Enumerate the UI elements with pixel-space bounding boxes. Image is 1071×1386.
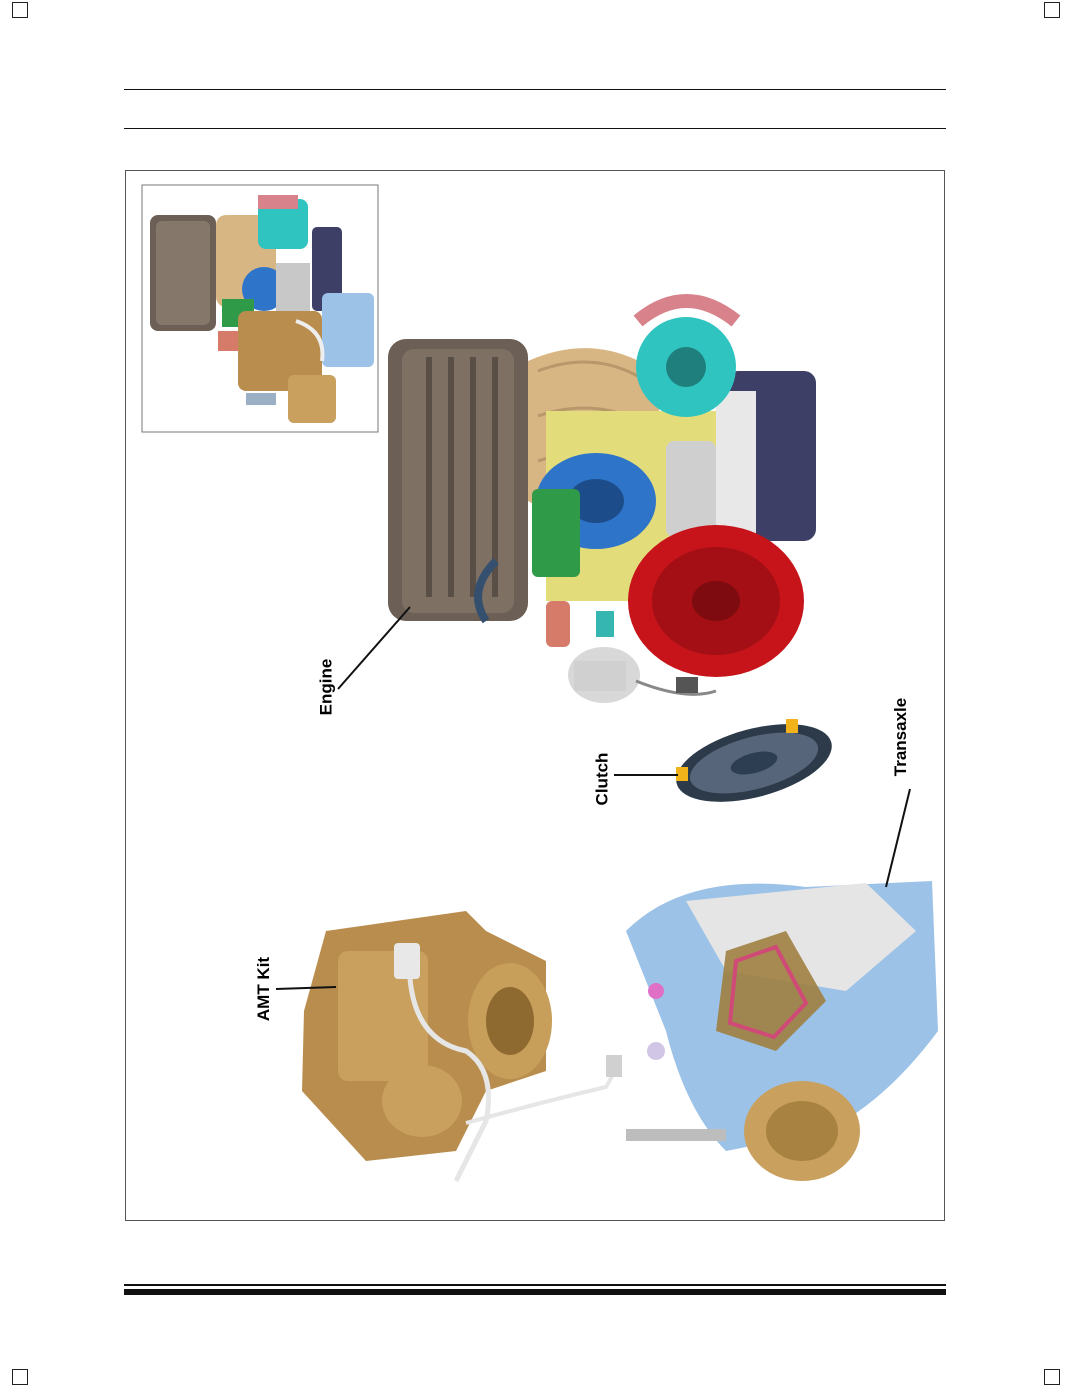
crop-mark-top-left [12, 2, 28, 18]
engine-label: Engine [316, 658, 336, 716]
transaxle-label: Transaxle [891, 697, 911, 777]
footer-rule-thick [124, 1289, 946, 1295]
header-rule-bottom [124, 128, 946, 129]
engine-leader-line [337, 606, 411, 690]
crop-mark-top-right [1044, 2, 1060, 18]
header-rule-top [124, 89, 946, 90]
transaxle-assembly [626, 881, 938, 1181]
footer-rule-thin [124, 1284, 946, 1286]
figure-frame: Engine Clutch Transaxle AMT Kit [125, 170, 945, 1221]
engine-assembly [388, 294, 816, 703]
amt-kit-assembly [302, 911, 622, 1183]
powertrain-illustration [141, 184, 938, 1183]
inset-thumbnail [141, 184, 379, 433]
clutch-assembly [676, 719, 832, 802]
crop-mark-bottom-left [12, 1369, 28, 1385]
crop-mark-bottom-right [1044, 1369, 1060, 1385]
amt-kit-label: AMT Kit [254, 956, 274, 1022]
amt-kit-leader-line [275, 986, 337, 990]
transaxle-leader-line [885, 788, 911, 888]
clutch-label: Clutch [592, 752, 612, 806]
